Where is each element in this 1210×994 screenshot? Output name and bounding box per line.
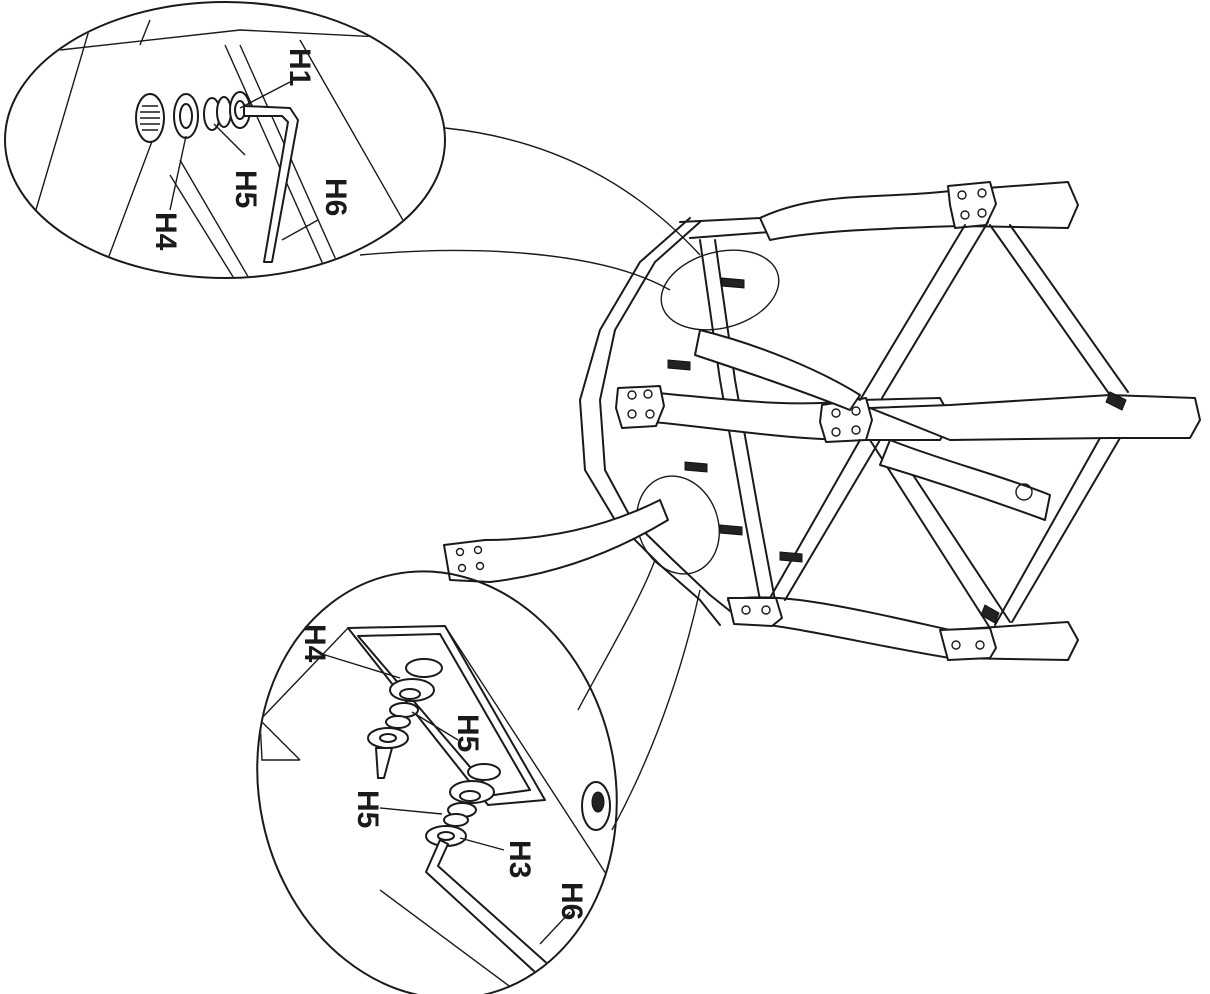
label-h5-bottom-upper: H5 xyxy=(451,714,484,752)
bolts xyxy=(667,277,1127,624)
label-h5-top: H5 xyxy=(229,170,262,208)
label-h5-bottom-lower: H5 xyxy=(351,790,384,828)
label-h6-top: H6 xyxy=(319,178,352,216)
chair-frame xyxy=(443,181,1201,661)
detail-bottom-zoom: H4 H5 H5 H3 H6 xyxy=(256,570,618,994)
label-h4-bottom: H4 xyxy=(298,624,331,663)
label-h1: H1 xyxy=(283,48,316,86)
label-h3: H3 xyxy=(503,840,536,878)
label-h4-top: H4 xyxy=(149,212,182,251)
label-h6-bottom: H6 xyxy=(555,882,588,920)
detail-top-zoom: H1 H5 H4 H6 xyxy=(4,1,446,279)
callout-lines xyxy=(359,127,701,831)
